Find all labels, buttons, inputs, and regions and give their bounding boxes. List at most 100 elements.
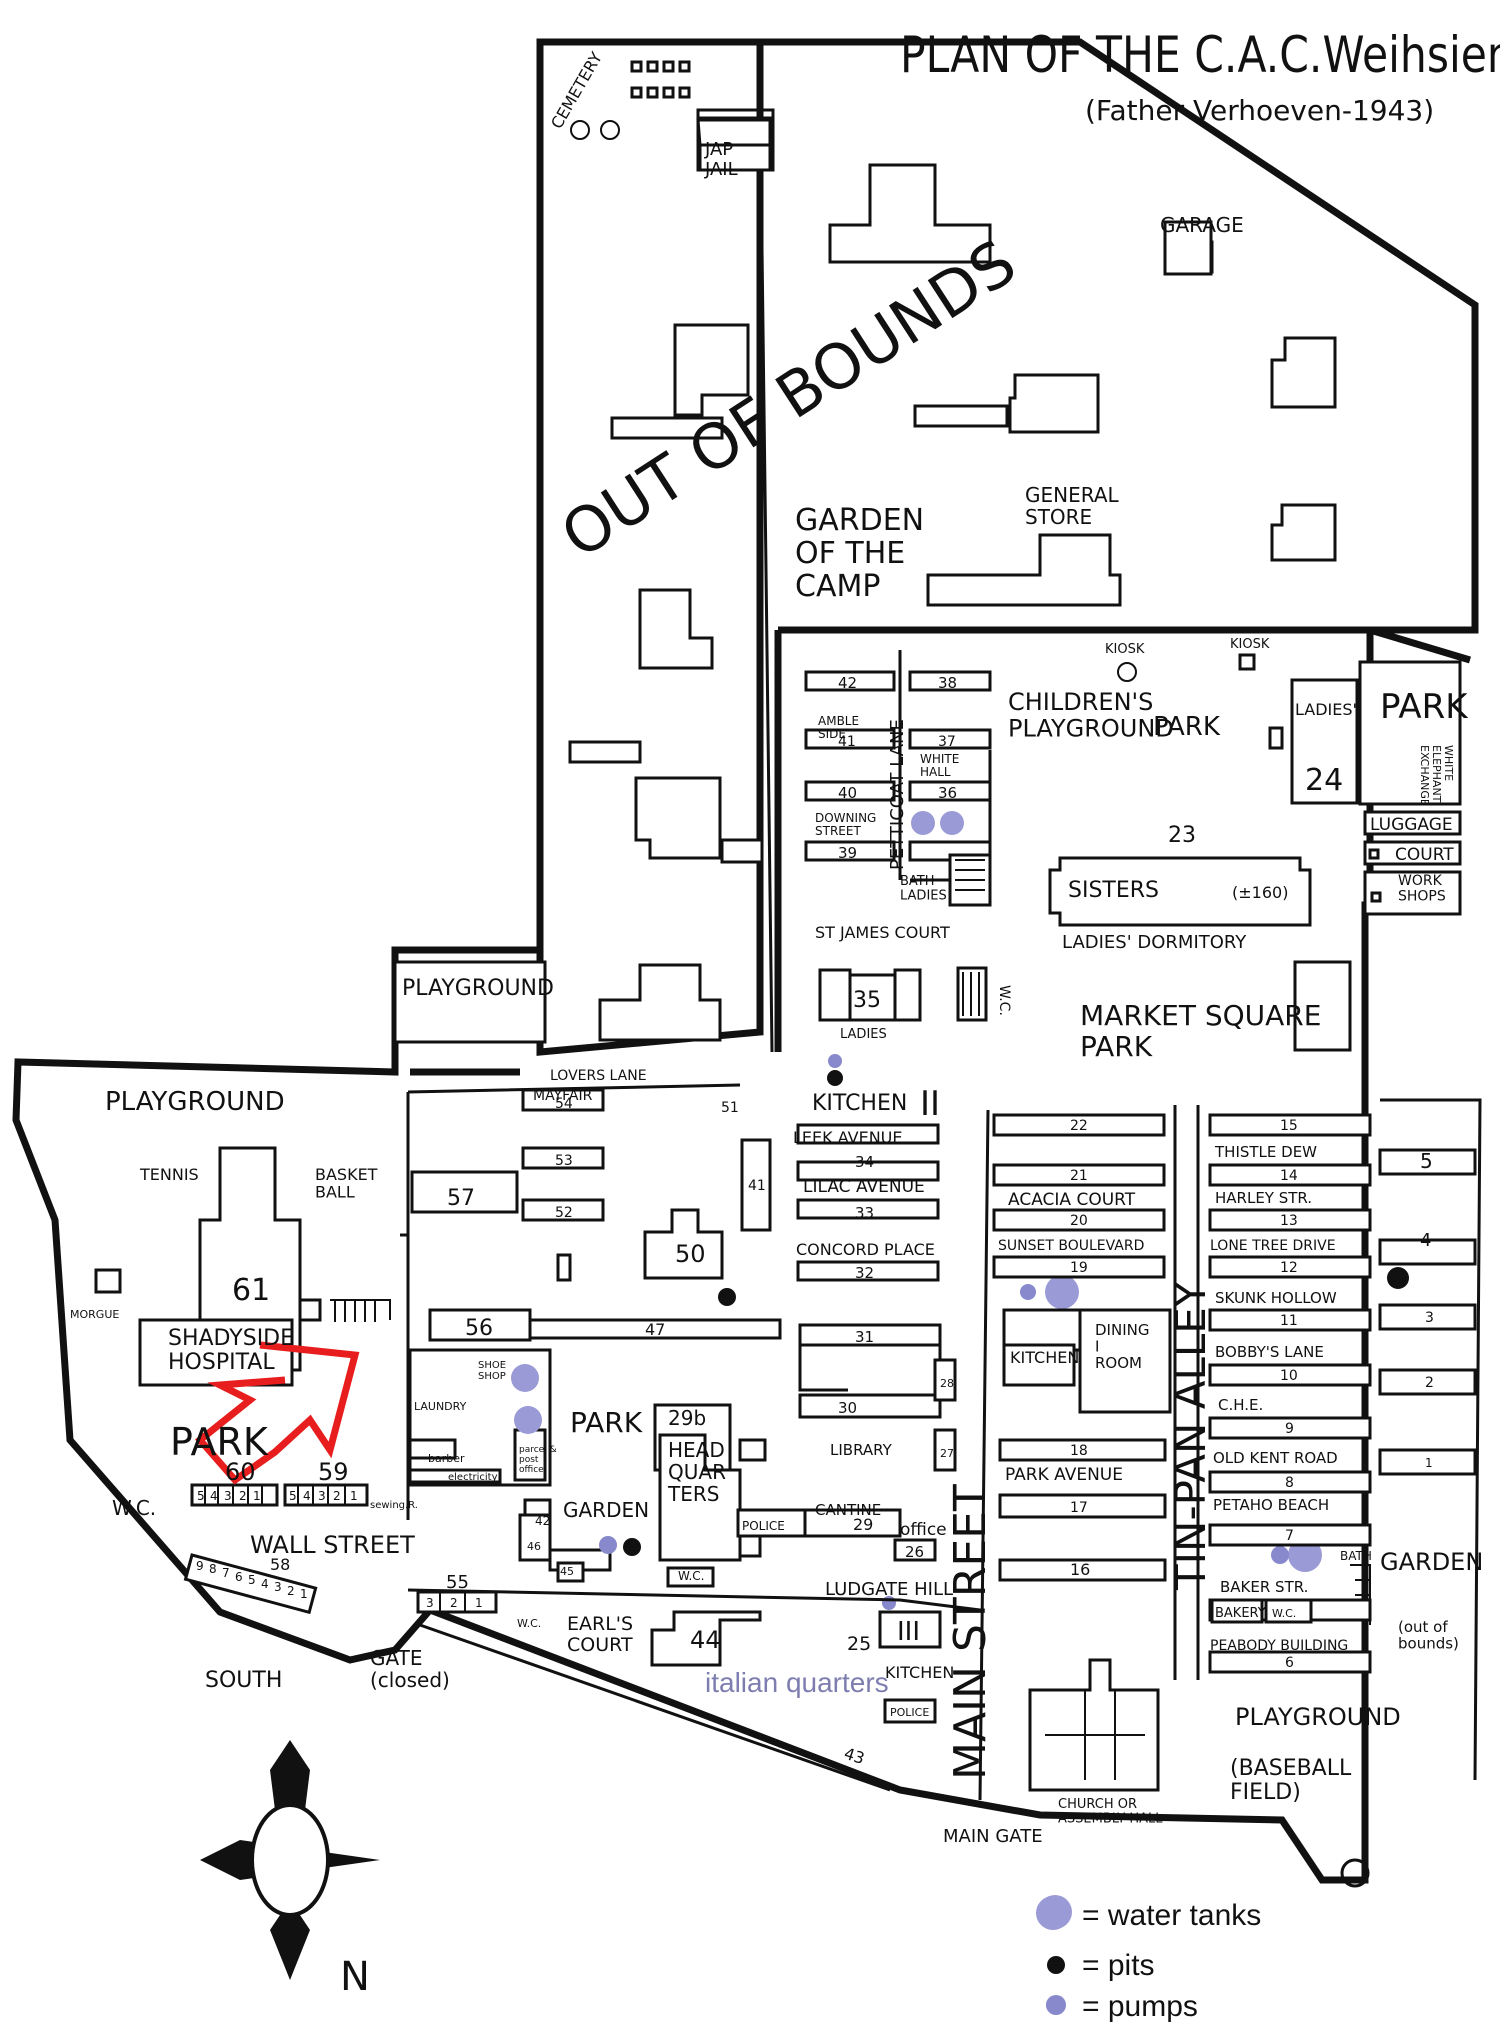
label-kitchen2-num: II (920, 1084, 940, 1124)
svg-text:1: 1 (253, 1489, 261, 1503)
svg-text:9: 9 (1285, 1421, 1294, 1437)
label-wc-35: W.C. (996, 985, 1012, 1016)
label-bobbys-lane: BOBBY'S LANE (1215, 1343, 1324, 1361)
svg-text:39: 39 (838, 844, 857, 862)
svg-text:6: 6 (235, 1570, 243, 1584)
svg-text:28: 28 (940, 1377, 954, 1390)
label-lilac-avenue: LILAC AVENUE (803, 1177, 925, 1197)
svg-text:24: 24 (1305, 763, 1343, 798)
label-main-gate: MAIN GATE (943, 1826, 1043, 1847)
svg-text:31: 31 (855, 1328, 874, 1346)
svg-text:38: 38 (938, 674, 957, 692)
legend-pits: = pits (1082, 1949, 1155, 1982)
svg-text:59: 59 (318, 1458, 349, 1486)
legend-water-tank-swatch (1036, 1896, 1070, 1930)
label-playground-nw: PLAYGROUND (402, 976, 554, 1001)
svg-text:22: 22 (1070, 1118, 1088, 1134)
svg-text:1: 1 (300, 1587, 308, 1601)
svg-text:45: 45 (560, 1565, 574, 1578)
label-kitchen1: KITCHEN (1010, 1348, 1079, 1367)
svg-text:8: 8 (209, 1562, 217, 1576)
main-street-line (978, 1105, 1200, 1801)
svg-text:4: 4 (1420, 1230, 1431, 1251)
label-cantine: CANTINE (815, 1501, 881, 1519)
label-library: LIBRARY (830, 1441, 893, 1459)
svg-text:5: 5 (197, 1489, 205, 1503)
label-white-elephant: WHITEELEPHANTEXCHANGE (1418, 745, 1455, 806)
svg-text:1: 1 (350, 1489, 358, 1503)
label-bath-baker: BATH (1340, 1549, 1372, 1563)
label-lovers-lane: LOVERS LANE (550, 1068, 647, 1084)
label-ladies-35: LADIES (840, 1027, 887, 1042)
label-playground-w: PLAYGROUND (105, 1087, 285, 1117)
label-lone-tree: LONE TREE DRIVE (1210, 1238, 1336, 1254)
svg-text:30: 30 (838, 1399, 857, 1417)
label-park-children: PARK (1153, 712, 1221, 742)
svg-text:50: 50 (675, 1240, 706, 1268)
svg-text:26: 26 (905, 1543, 924, 1561)
svg-text:19: 19 (1070, 1260, 1088, 1276)
svg-text:29: 29 (853, 1515, 873, 1534)
label-kitchen2: KITCHEN (812, 1091, 907, 1116)
label-morgue: MORGUE (70, 1308, 119, 1321)
map-subtitle: (Father Verhoeven-1943) (1085, 94, 1434, 127)
svg-text:37: 37 (938, 734, 956, 750)
east-buildings (1048, 653, 1462, 927)
label-petticoat-lane: PETTICOAT LANE (887, 719, 908, 870)
svg-text:4: 4 (261, 1577, 269, 1591)
svg-text:41: 41 (748, 1178, 766, 1194)
label-concord-place: CONCORD PLACE (796, 1240, 935, 1259)
svg-text:5: 5 (289, 1489, 297, 1503)
label-sunset-blvd: SUNSET BOULEVARD (998, 1238, 1144, 1254)
label-wc-hq: W.C. (678, 1569, 705, 1583)
svg-text:8: 8 (1285, 1475, 1294, 1491)
svg-text:3: 3 (318, 1489, 326, 1503)
svg-text:4: 4 (210, 1489, 218, 1503)
label-barber: barber (428, 1452, 465, 1465)
legend: = water tanks = pits = pumps (1036, 1896, 1261, 2023)
svg-text:23: 23 (1168, 823, 1196, 848)
svg-text:36: 36 (938, 784, 957, 802)
svg-text:41: 41 (838, 734, 856, 750)
building-numbers: 42 38 41 37 40 36 39 35 24 23 61 60 59 5… (225, 674, 1434, 1768)
label-bakery: BAKERY (1215, 1606, 1266, 1621)
svg-text:42: 42 (535, 1514, 550, 1528)
svg-text:47: 47 (645, 1320, 665, 1339)
svg-text:4: 4 (303, 1489, 311, 1503)
svg-text:3: 3 (426, 1596, 434, 1610)
label-park-avenue: PARK AVENUE (1005, 1465, 1123, 1485)
label-police3: POLICE (890, 1706, 929, 1719)
label-wc-w: W.C. (112, 1496, 156, 1520)
svg-text:40: 40 (838, 784, 857, 802)
svg-text:60: 60 (225, 1458, 256, 1486)
svg-text:52: 52 (555, 1205, 573, 1221)
label-skunk-hollow: SKUNK HOLLOW (1215, 1289, 1337, 1307)
svg-text:17: 17 (1070, 1500, 1088, 1516)
svg-text:29b: 29b (668, 1406, 706, 1430)
label-ladies-dormitory: LADIES' DORMITORY (1062, 932, 1247, 953)
label-thistle-dew: THISTLE DEW (1214, 1143, 1317, 1161)
svg-text:27: 27 (940, 1447, 954, 1460)
svg-text:5: 5 (1420, 1149, 1433, 1173)
room-digits: 5 4 3 2 1 5 4 3 2 1 9 8 7 6 5 4 3 2 1 3 … (196, 1489, 483, 1610)
label-kitchen3: KITCHEN (885, 1663, 954, 1682)
label-wc-earls: W.C. (517, 1617, 541, 1630)
label-harley-str: HARLEY STR. (1215, 1189, 1312, 1207)
camp-inner-wall (410, 626, 1472, 1076)
label-sisters-count: (±160) (1232, 883, 1288, 902)
svg-text:25: 25 (847, 1633, 871, 1655)
svg-text:51: 51 (721, 1100, 739, 1116)
svg-text:56: 56 (465, 1316, 493, 1341)
svg-text:16: 16 (1070, 1560, 1090, 1579)
compass-rose (200, 1740, 380, 1980)
svg-text:58: 58 (270, 1555, 290, 1574)
svg-text:44: 44 (690, 1626, 721, 1654)
label-che: C.H.E. (1218, 1396, 1263, 1414)
out-of-bounds-buildings (568, 60, 1352, 1052)
camp-outer-wall (12, 38, 1479, 1884)
